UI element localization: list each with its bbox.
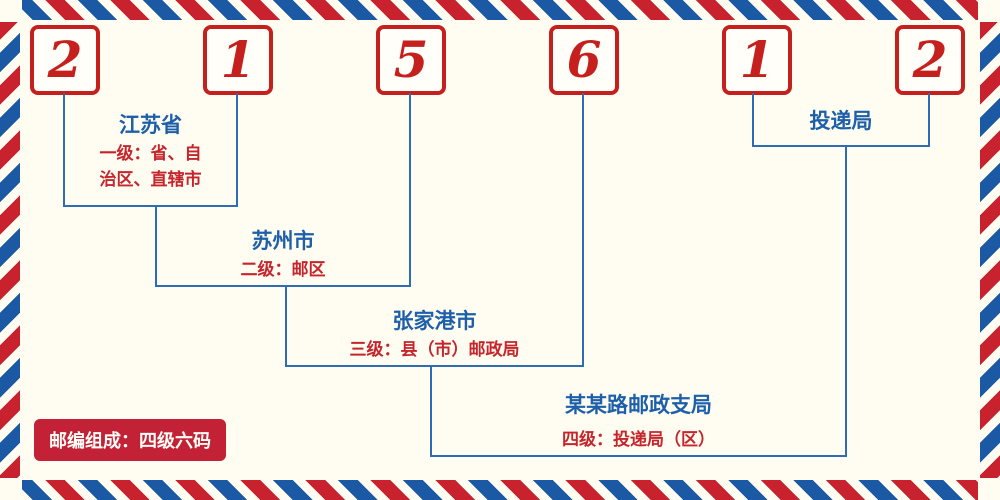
connector-digit5-down [752, 93, 754, 145]
level1-label: 江苏省 一级：省、自 治区、直辖市 [63, 112, 238, 193]
connector-level2-step [285, 285, 287, 365]
airmail-border-left [0, 20, 20, 480]
connector-delivery-down [845, 145, 847, 455]
border-corner [0, 478, 22, 500]
digit-box-6: 2 [895, 25, 965, 95]
delivery-office-label: 投递局 [752, 108, 930, 134]
border-corner [978, 0, 1000, 22]
digit-3: 5 [393, 30, 429, 89]
connector-level1-bracket [63, 205, 238, 207]
airmail-border-bottom [0, 480, 1000, 500]
digit-6: 2 [912, 30, 948, 89]
digit-box-3: 5 [376, 25, 446, 95]
level1-desc: 一级：省、自 [99, 144, 202, 165]
connector-level3-bracket [285, 365, 584, 367]
connector-digit3-down [409, 93, 411, 285]
delivery-office-name: 投递局 [809, 109, 873, 133]
connector-digit2-down [236, 93, 238, 205]
digit-1: 2 [47, 30, 83, 89]
digit-2: 1 [220, 30, 256, 89]
connector-level1-step [155, 205, 157, 285]
digit-box-4: 6 [549, 25, 619, 95]
level2-desc: 二级：邮区 [240, 260, 326, 281]
level3-desc: 三级：县（市）邮政局 [349, 340, 520, 361]
airmail-border-right [980, 20, 1000, 480]
level1-place-name: 江苏省 [119, 113, 182, 137]
level3-place-name: 张家港市 [392, 309, 477, 333]
level1-desc: 治区、直辖市 [99, 169, 202, 190]
border-corner [0, 0, 22, 22]
connector-delivery-bracket [752, 145, 930, 147]
level4-label: 某某路邮政支局 四级：投递局（区） [430, 392, 847, 454]
digit-box-5: 1 [722, 25, 792, 95]
connector-level2-bracket [155, 285, 411, 287]
connector-level4-bracket [430, 455, 847, 457]
level2-label: 苏州市 二级：邮区 [155, 228, 411, 284]
connector-digit6-down [928, 93, 930, 145]
digit-box-1: 2 [30, 25, 100, 95]
connector-level3-step [430, 365, 432, 455]
level4-place-name: 某某路邮政支局 [565, 393, 712, 417]
digit-4: 6 [566, 30, 602, 89]
digit-5: 1 [739, 30, 775, 89]
digit-box-2: 1 [203, 25, 273, 95]
airmail-border-top [0, 0, 1000, 20]
level4-desc: 四级：投递局（区） [562, 430, 715, 451]
level2-place-name: 苏州市 [251, 229, 315, 253]
border-corner [978, 478, 1000, 500]
composition-badge: 邮编组成：四级六码 [34, 419, 226, 461]
connector-digit1-down [63, 93, 65, 205]
level3-label: 张家港市 三级：县（市）邮政局 [285, 308, 584, 364]
connector-digit4-down [582, 93, 584, 365]
